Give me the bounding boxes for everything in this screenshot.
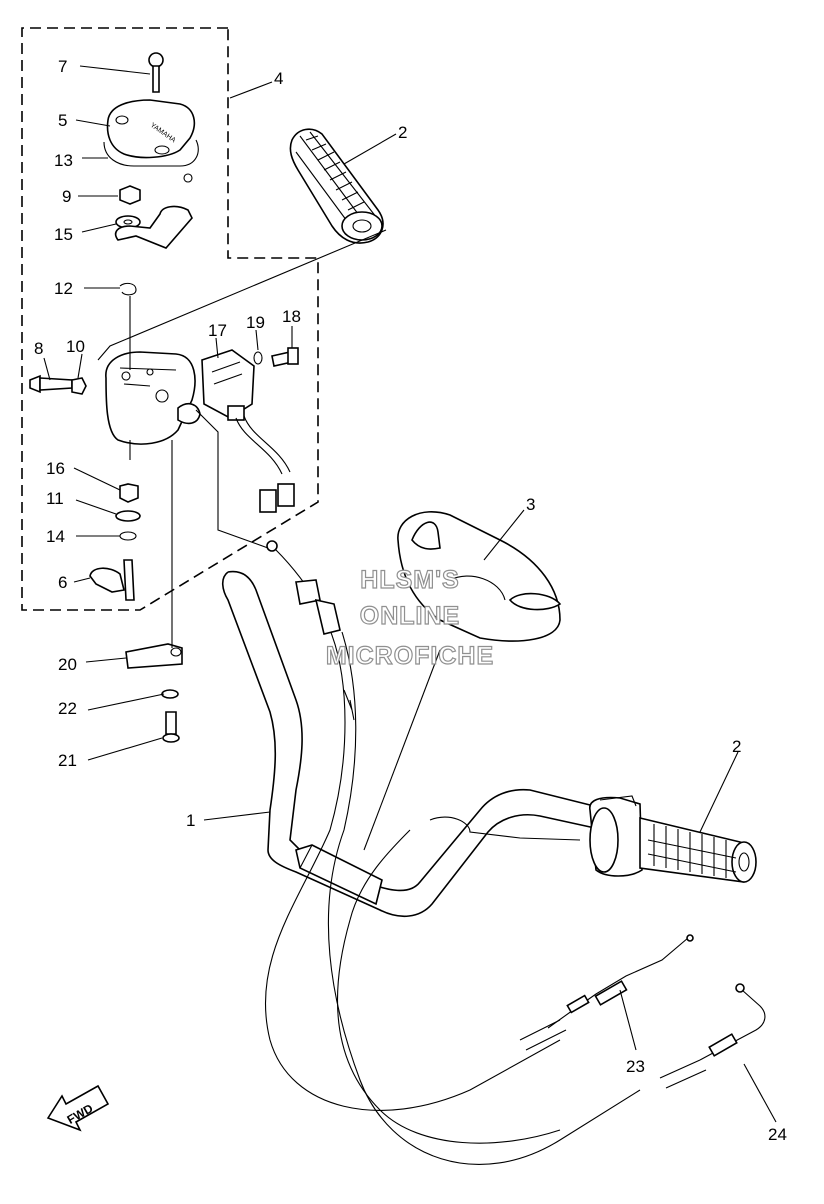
watermark-line-1: HLSM'S — [360, 566, 459, 594]
callout-21: 21 — [58, 751, 77, 770]
assembly-boundary — [21, 27, 319, 611]
callout-16: 16 — [46, 459, 65, 478]
callout-1: 1 — [186, 811, 195, 830]
cable-loops — [264, 629, 641, 1165]
callout-3: 3 — [526, 495, 535, 514]
leader-lines — [43, 65, 777, 1123]
fwd-arrow-icon: FWD — [46, 1084, 110, 1132]
callout-13: 13 — [54, 151, 73, 170]
callouts: 1 2 2 3 4 5 6 7 8 9 10 11 12 13 14 15 16… — [34, 57, 787, 1144]
hand-guard — [397, 511, 562, 642]
callout-12: 12 — [54, 279, 73, 298]
clamp — [125, 643, 183, 743]
callout-18: 18 — [282, 307, 301, 326]
watermark-line-2: ONLINE — [360, 602, 460, 630]
callout-17: 17 — [208, 321, 227, 340]
cable-24 — [659, 983, 766, 1089]
callout-4: 4 — [274, 69, 283, 88]
watermark: HLSM'S ONLINE MICROFICHE — [325, 565, 494, 670]
handlebar — [221, 570, 611, 917]
grip-right-assembly — [589, 795, 757, 883]
throttle-cable — [195, 409, 355, 721]
callout-11: 11 — [46, 489, 64, 508]
callout-24: 24 — [768, 1125, 787, 1144]
callout-7: 7 — [58, 57, 67, 76]
callout-22: 22 — [58, 699, 77, 718]
callout-8: 8 — [34, 339, 43, 358]
switch-housing — [29, 52, 299, 601]
callout-6: 6 — [58, 573, 67, 592]
callout-5: 5 — [58, 111, 67, 130]
callout-23: 23 — [626, 1057, 645, 1076]
callout-2-upper: 2 — [398, 123, 407, 142]
callout-10: 10 — [66, 337, 85, 356]
cable-23 — [519, 934, 694, 1051]
callout-2-lower: 2 — [732, 737, 741, 756]
callout-9: 9 — [62, 187, 71, 206]
callout-15: 15 — [54, 225, 73, 244]
watermark-line-3: MICROFICHE — [326, 642, 494, 670]
callout-20: 20 — [58, 655, 77, 674]
callout-14: 14 — [46, 527, 65, 546]
grip-left — [289, 128, 384, 244]
callout-19: 19 — [246, 313, 265, 332]
